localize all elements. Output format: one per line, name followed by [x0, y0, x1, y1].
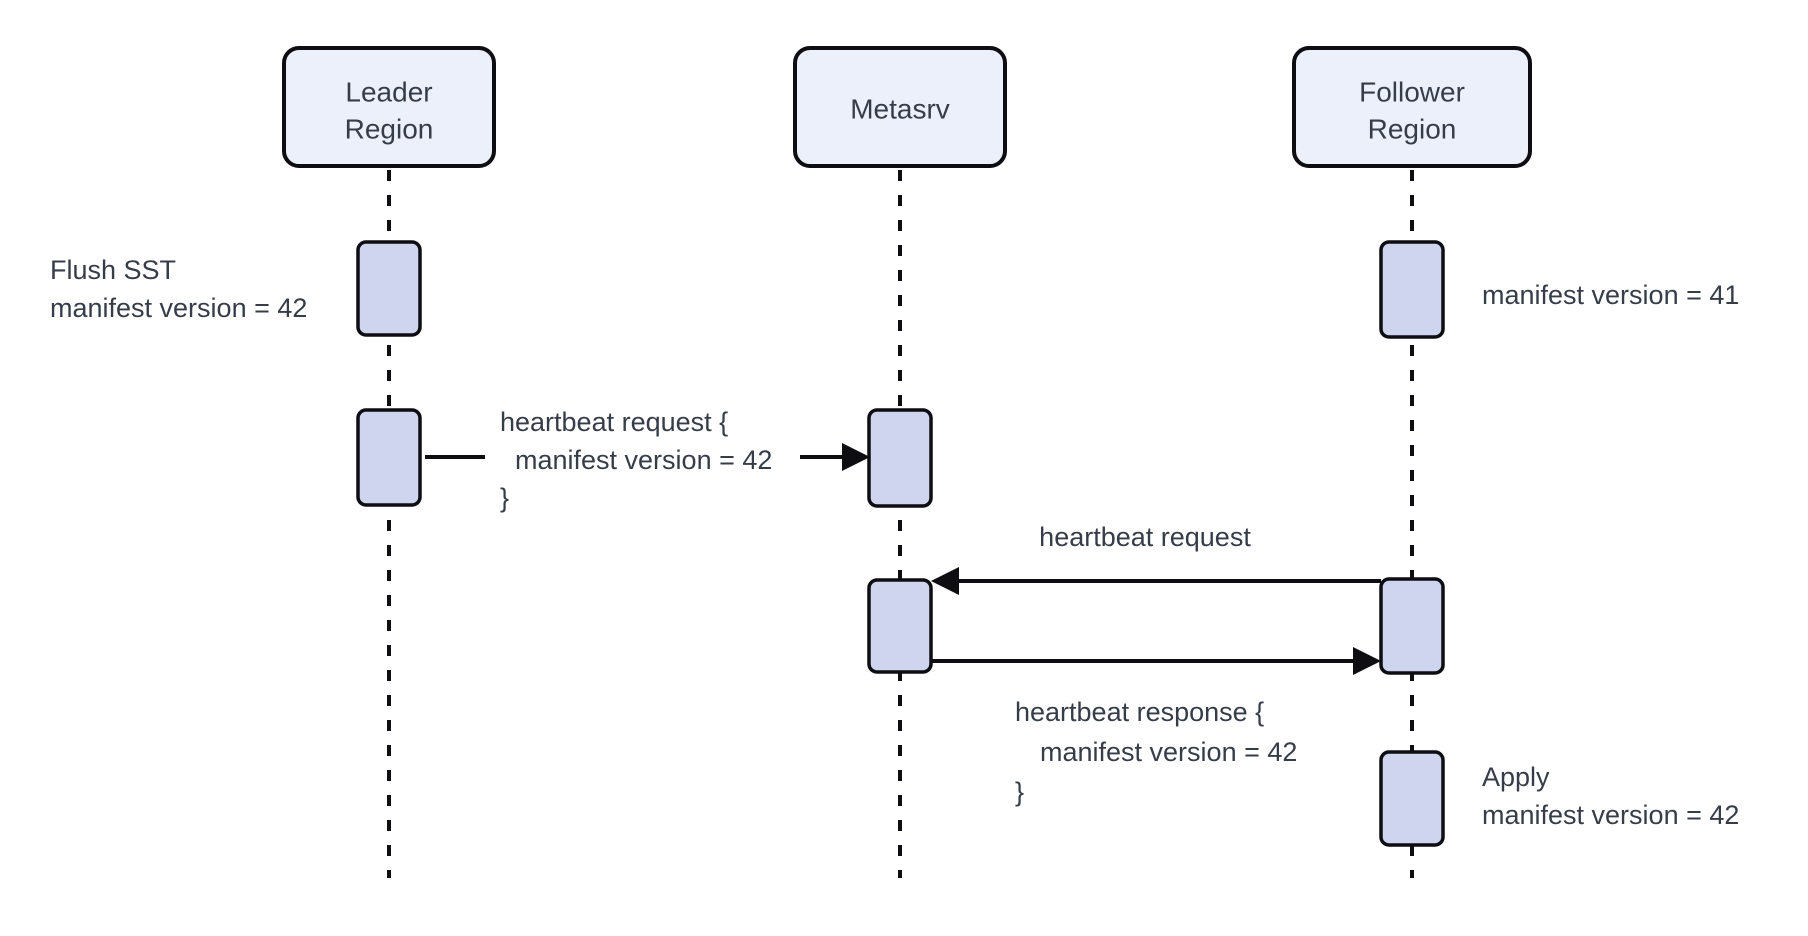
message-label-line: manifest version = 42 [1040, 737, 1297, 767]
message-label-line: heartbeat request { [500, 407, 728, 437]
participant-label-line: Follower [1359, 77, 1465, 108]
message-leader-to-metasrv: heartbeat request { manifest version = 4… [425, 407, 870, 513]
participant-leader-region: Leader Region [282, 46, 496, 168]
participant-follower-region: Follower Region [1292, 46, 1532, 168]
arrowhead-right-icon [842, 443, 870, 471]
annotation-manifest-41: manifest version = 41 [1482, 280, 1739, 310]
activation-box-follower-version41 [1379, 240, 1445, 339]
annotation-flush-sst: Flush SST manifest version = 42 [50, 255, 307, 323]
participant-box-leader-region [282, 46, 496, 168]
participant-metasrv: Metasrv [793, 46, 1007, 168]
message-metasrv-to-follower: heartbeat response { manifest version = … [931, 647, 1381, 807]
activation-box-leader-heartbeat [356, 408, 422, 507]
annotation-apply: Apply manifest version = 42 [1482, 762, 1739, 830]
message-label-line: manifest version = 42 [515, 445, 772, 475]
participant-label-line: Region [345, 114, 434, 145]
participant-box-follower-region [1292, 46, 1532, 168]
message-label-line: heartbeat request [1039, 522, 1251, 552]
annotation-line: manifest version = 42 [50, 293, 307, 323]
annotation-line: Flush SST [50, 255, 176, 285]
annotation-line: manifest version = 42 [1482, 800, 1739, 830]
message-follower-to-metasrv: heartbeat request [931, 522, 1381, 595]
activation-box-metasrv-respond [867, 578, 933, 674]
participant-label-line: Metasrv [850, 94, 950, 125]
participant-label-line: Leader [345, 77, 432, 108]
message-label-line: } [1015, 777, 1024, 807]
participant-box-metasrv [793, 46, 1007, 168]
annotation-line: Apply [1482, 762, 1550, 792]
arrowhead-right-icon [1353, 647, 1381, 675]
message-label-line: heartbeat response { [1015, 697, 1264, 727]
activation-box-follower-apply [1379, 750, 1445, 847]
participant-label-line: Region [1368, 114, 1457, 145]
activation-box-follower-heartbeat [1379, 577, 1445, 675]
annotation-line: manifest version = 41 [1482, 280, 1739, 310]
message-label-line: } [500, 483, 509, 513]
arrowhead-left-icon [931, 567, 959, 595]
activation-box-leader-flush [356, 240, 422, 337]
activation-box-metasrv-receive [867, 408, 933, 508]
